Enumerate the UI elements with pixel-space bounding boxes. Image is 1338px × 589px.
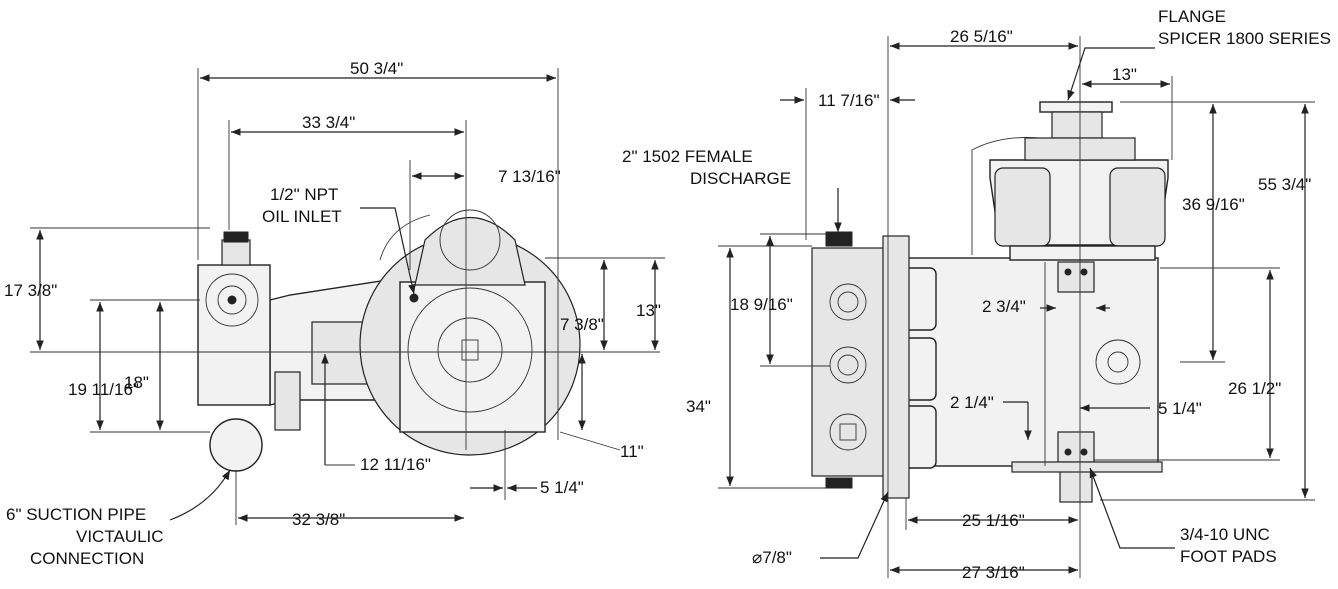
dim-36-9-16: 36 9/16" [1182,195,1245,214]
dim-11: 11" [620,442,644,461]
dim-25-1-16: 25 1/16" [962,511,1025,530]
side-view [197,209,581,472]
dim-55-3-4: 55 3/4" [1258,175,1311,194]
suction-label-2: VICTAULIC [76,527,164,546]
callout-texts: 1/2" NPT OIL INLET 6" SUCTION PIPE VICTA… [6,7,1331,568]
dim-overall-length: 50 3/4" [350,59,403,78]
dimension-texts: 50 3/4" 33 3/4" 7 13/16" 17 3/8" 19 11/1… [4,27,1311,582]
oil-inlet-label-2: OIL INLET [262,207,342,226]
dim-to-center: 33 3/4" [302,113,355,132]
discharge-label-1: 2" 1502 FEMALE [622,147,753,166]
suction-label-1: 6" SUCTION PIPE [6,505,146,524]
dim-32-3-8: 32 3/8" [292,510,345,529]
dim-diameter-7-8: ⌀7/8" [752,548,792,567]
dim-17-3-8: 17 3/8" [4,281,57,300]
dim-7-3-8: 7 3/8" [560,315,604,334]
dim-13-right: 13" [1112,65,1137,84]
dim-18-9-16: 18 9/16" [730,295,793,314]
dim-18: 18" [124,373,149,392]
dim-19-11-16: 19 11/16" [68,380,139,399]
dim-5-1-4-right: 5 1/4" [1158,399,1202,418]
dim-2-1-4: 2 1/4" [950,393,994,412]
end-view-dimension-lines [718,36,1315,578]
dim-26-5-16: 26 5/16" [950,27,1013,46]
dim-34: 34" [686,397,711,416]
dim-7-13-16: 7 13/16" [498,167,561,186]
oil-inlet-label-1: 1/2" NPT [270,185,338,204]
flange-label-1: FLANGE [1158,7,1226,26]
dim-11-7-16: 11 7/16" [818,91,880,110]
dim-2-3-4: 2 3/4" [982,297,1026,316]
dim-5-1-4-left: 5 1/4" [540,478,584,497]
suction-label-3: CONNECTION [30,549,144,568]
flange-label-2: SPICER 1800 SERIES [1158,29,1331,48]
dim-26-1-2: 26 1/2" [1228,379,1281,398]
dim-27-3-16: 27 3/16" [962,563,1025,582]
dim-12-11-16: 12 11/16" [360,455,431,474]
foot-pads-label-1: 3/4-10 UNC [1180,525,1270,544]
side-view-dimension-lines [30,68,665,525]
end-view [811,101,1169,503]
discharge-label-2: DISCHARGE [690,169,791,188]
dim-13-left: 13" [636,301,661,320]
foot-pads-label-2: FOOT PADS [1180,547,1277,566]
